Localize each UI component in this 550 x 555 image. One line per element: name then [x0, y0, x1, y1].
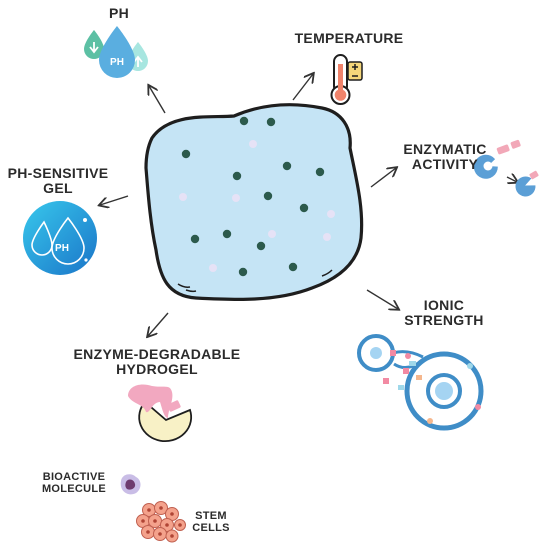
- label-ph-text: PH: [108, 5, 130, 21]
- label-ionic-line2: STRENGTH: [404, 312, 484, 329]
- particle-light: [268, 230, 276, 238]
- label-enzymatic-activity: ENZYMATIC ACTIVITY: [398, 141, 492, 173]
- particle-dark: [181, 149, 191, 159]
- label-bioactive-molecule: BIOACTIVE MOLECULE: [34, 471, 114, 495]
- label-temperature-text: TEMPERATURE: [294, 30, 404, 46]
- particle-light: [323, 233, 331, 241]
- ph-drops-icon: PH: [84, 26, 148, 78]
- label-stem-line2: CELLS: [192, 522, 230, 535]
- particle-dark: [222, 229, 232, 239]
- ph-drop-text: PH: [110, 57, 124, 68]
- enzyme-pacman-icon: [473, 139, 539, 197]
- hydrogel-particles: [179, 116, 335, 277]
- thermometer-icon: [330, 54, 363, 105]
- particle-dark: [315, 167, 325, 177]
- label-enzyme-degradable-hydrogel: ENZYME-DEGRADABLE HYDROGEL: [62, 346, 252, 378]
- arrow-to-temperature: [292, 74, 313, 101]
- label-ph-gel-line1: PH-SENSITIVE: [7, 165, 109, 181]
- ph-sensitive-gel-badge-icon: PH: [23, 201, 97, 275]
- arrow-to-ph: [149, 86, 166, 114]
- label-enzyme-gel-line1: ENZYME-DEGRADABLE: [73, 346, 241, 362]
- particle-dark: [266, 117, 276, 127]
- stem-cell-nuclei: [141, 506, 182, 538]
- hydrogel-blob: [144, 103, 364, 302]
- particle-dark: [190, 234, 200, 244]
- ph-gel-badge-text: PH: [55, 243, 69, 254]
- particle-dark: [263, 191, 273, 201]
- label-enzymatic-line2: ACTIVITY: [411, 156, 479, 173]
- label-bioactive-line1: BIOACTIVE: [42, 471, 106, 483]
- arrow-to-ph-sensitive-gel: [100, 195, 129, 205]
- label-enzyme-gel-line2: HYDROGEL: [116, 361, 198, 378]
- label-stem-line1: STEM: [195, 510, 227, 522]
- particle-dark: [238, 267, 248, 277]
- label-stem-cells: STEM CELLS: [188, 510, 234, 534]
- label-ph-sensitive-gel: PH-SENSITIVE GEL: [2, 165, 114, 197]
- particle-dark: [232, 171, 242, 181]
- label-ionic-strength: IONIC STRENGTH: [402, 297, 486, 329]
- particle-light: [179, 193, 187, 201]
- particle-light: [209, 264, 217, 272]
- particle-light: [327, 210, 335, 218]
- blob-shadow-mark: [321, 269, 333, 277]
- particle-dark: [282, 161, 292, 171]
- particle-light: [232, 194, 240, 202]
- particle-dark: [299, 203, 309, 213]
- enzyme-degradable-hydrogel-icon: [128, 384, 193, 443]
- label-ph: PH: [104, 5, 134, 21]
- arrow-to-ionic-strength: [366, 289, 398, 309]
- label-temperature: TEMPERATURE: [286, 30, 412, 46]
- particle-dark: [256, 241, 266, 251]
- label-ph-gel-line2: GEL: [43, 180, 73, 197]
- arrow-to-enzymatic-activity: [370, 168, 396, 188]
- blob-shadow-mark: [177, 283, 197, 293]
- label-enzymatic-line1: ENZYMATIC: [403, 141, 487, 157]
- arrow-to-enzyme-degradable-hydrogel: [148, 312, 169, 336]
- particle-dark: [288, 262, 298, 272]
- particle-light: [249, 140, 257, 148]
- label-ionic-line1: IONIC: [423, 297, 465, 313]
- particle-dark: [239, 116, 249, 126]
- label-bioactive-line2: MOLECULE: [41, 483, 107, 496]
- ionic-strength-icon: [357, 334, 484, 431]
- bioactive-molecule-icon: [120, 474, 141, 495]
